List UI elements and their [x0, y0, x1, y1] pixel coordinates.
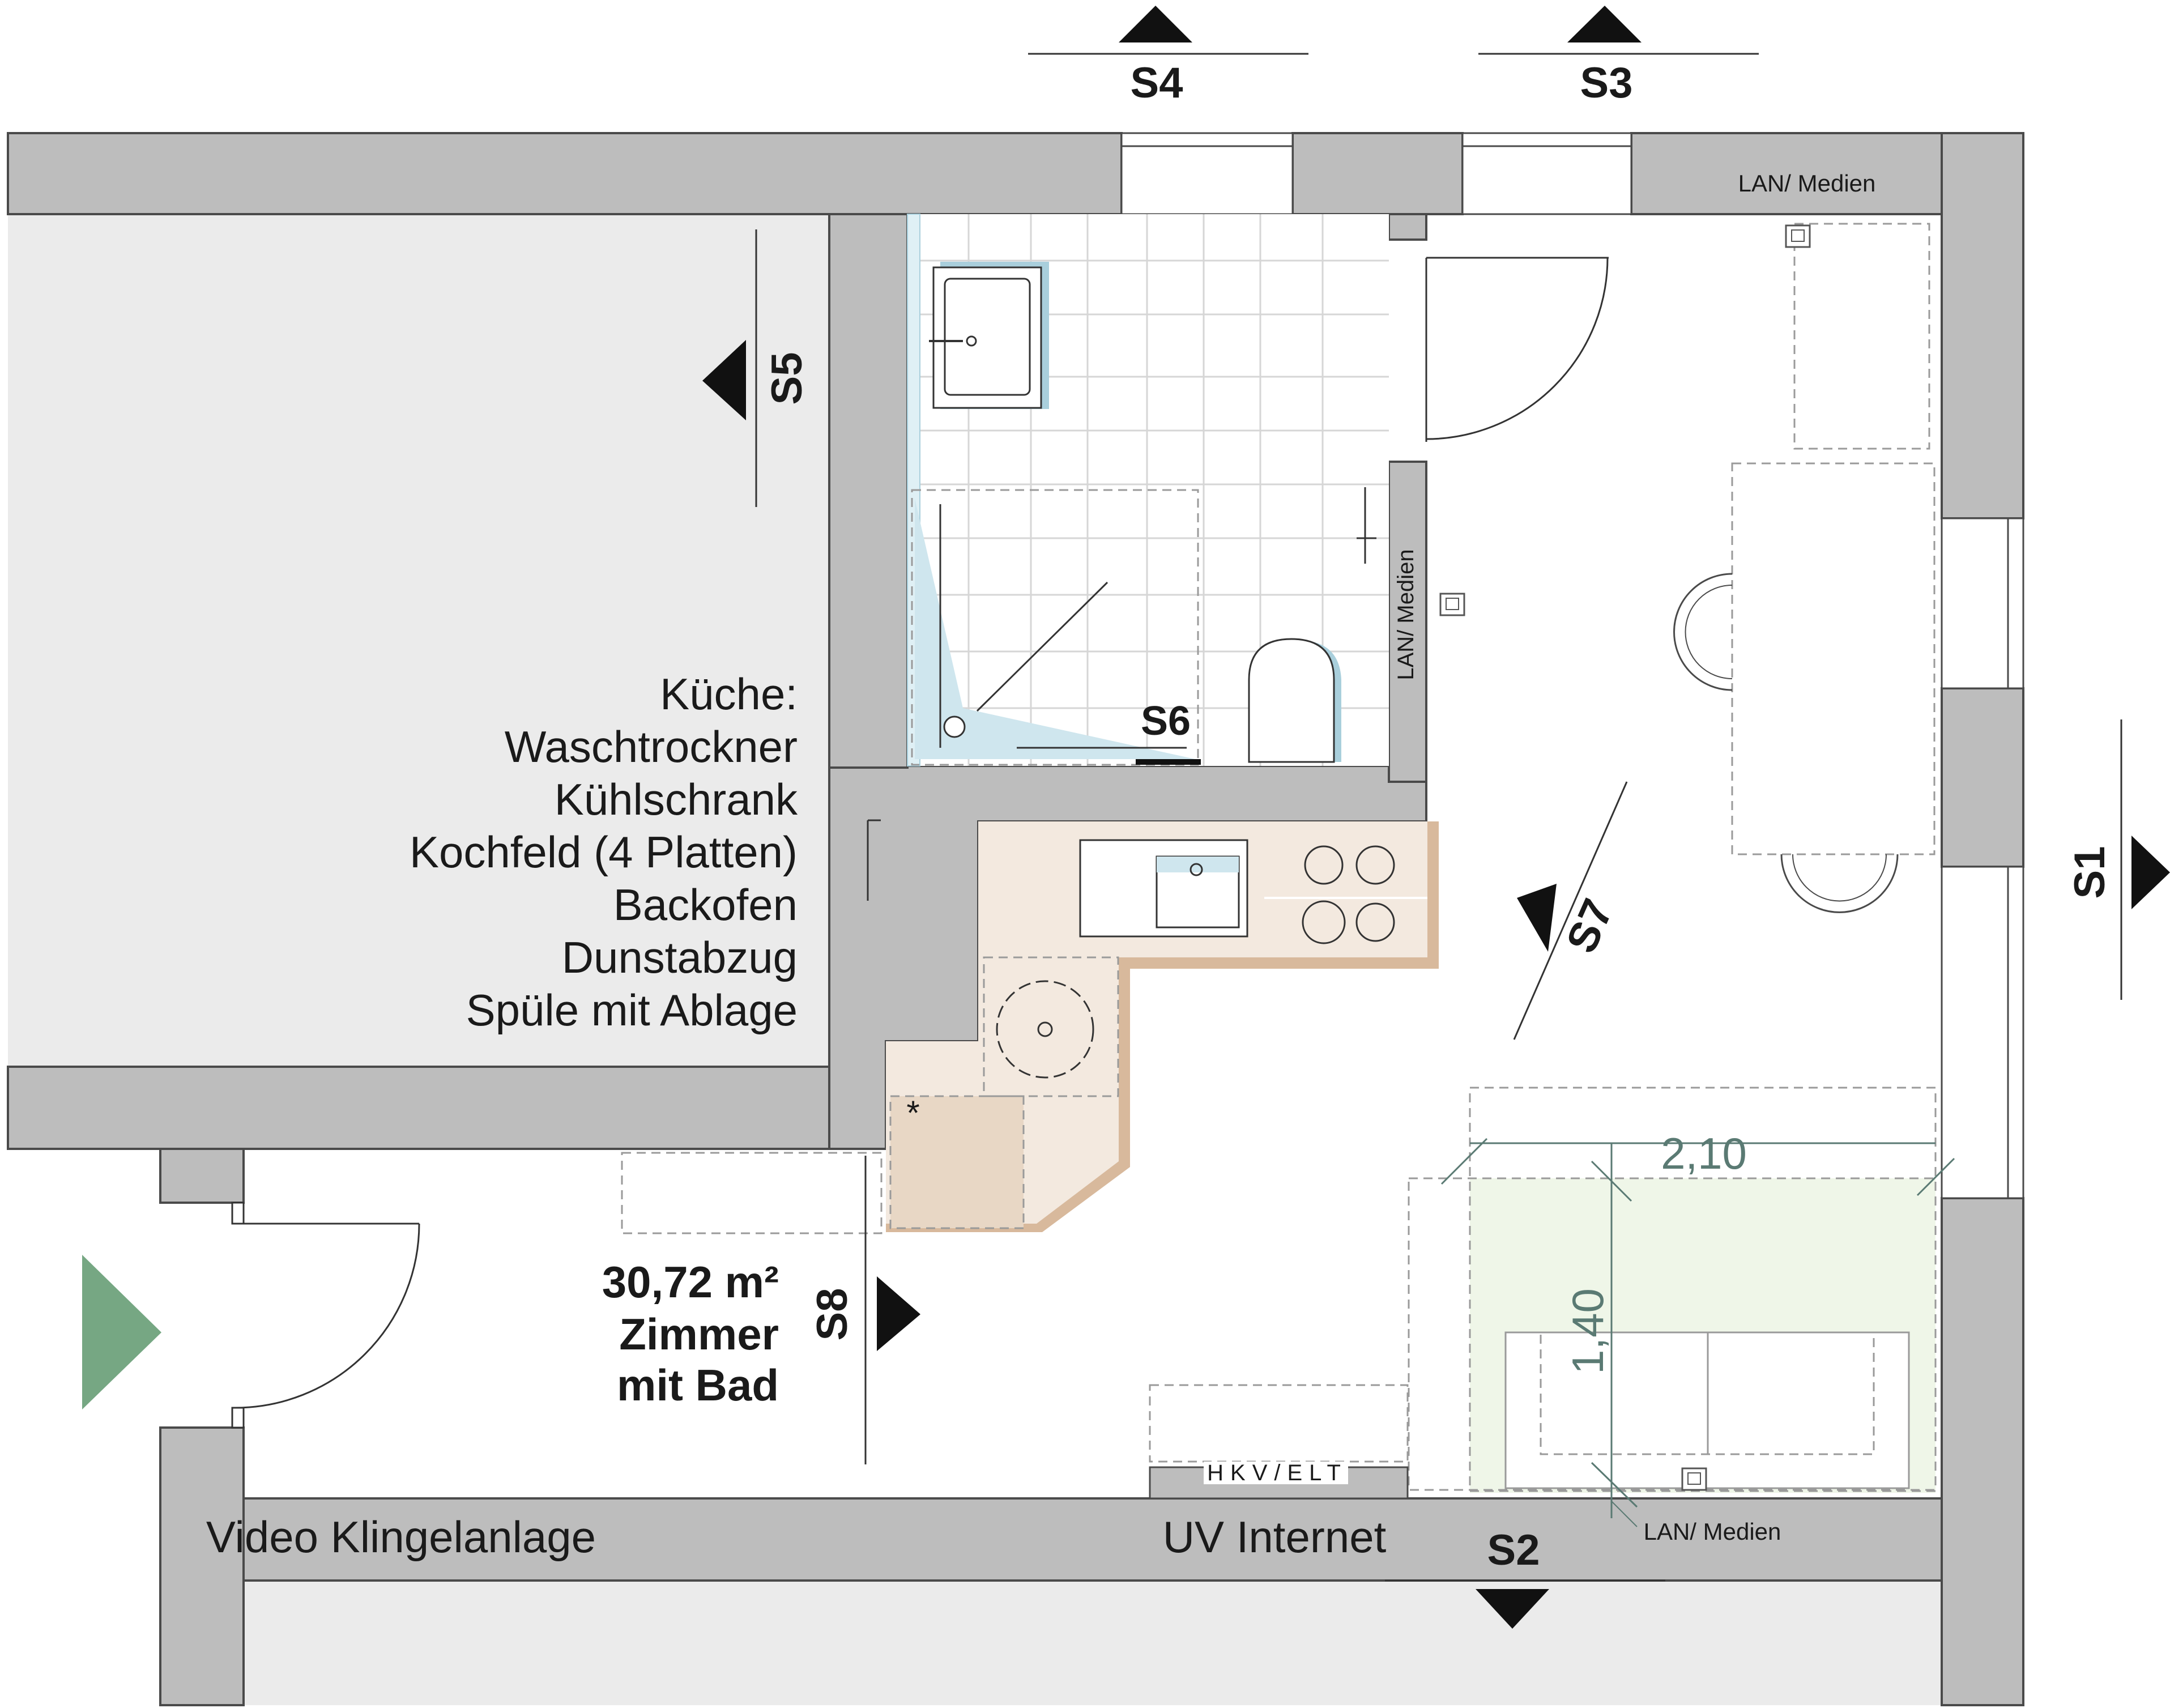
kitchen-washer-outline — [983, 956, 1119, 1097]
wall-left-bottom — [159, 1426, 245, 1706]
wall-top-left — [7, 132, 1123, 215]
room-name-line1: Zimmer — [619, 1309, 779, 1359]
section-marker-s1: S1 — [2066, 719, 2170, 1000]
kitchen-item: Waschtrockner — [505, 722, 798, 772]
wall-bottom — [242, 1497, 1943, 1582]
washer-drum-icon — [996, 980, 1094, 1079]
washbasin-bowl — [944, 278, 1031, 396]
washbasin-drain-icon — [966, 335, 977, 347]
hob-burner-4-icon — [1355, 902, 1395, 942]
kitchen-item: Backofen — [613, 880, 798, 930]
wall-right-mid — [1941, 687, 2024, 868]
window-s3 — [1461, 132, 1632, 215]
lan-socket-icon — [1785, 224, 1811, 248]
bathroom-door — [1425, 257, 1609, 442]
room-name-line2: mit Bad — [617, 1360, 779, 1410]
section-marker-s4: S4 — [1028, 6, 1308, 107]
room-label: 30,72 m² Zimmer mit Bad — [602, 1257, 779, 1410]
window-s4 — [1120, 132, 1294, 215]
wall-right-lower — [1941, 1197, 2024, 1706]
section-arrow-s5-icon — [702, 340, 746, 420]
section-arrow-s4-icon — [1119, 6, 1192, 42]
neighbor-room-bottom — [244, 1581, 1942, 1705]
uv-internet-label: UV Internet — [1163, 1512, 1387, 1562]
lan-label-top: LAN/ Medien — [1738, 170, 1876, 197]
kitchen-item: Kühlschrank — [555, 774, 798, 824]
section-label-s2: S2 — [1487, 1526, 1540, 1574]
video-intercom-label: Video Klingelanlage — [206, 1512, 596, 1562]
wall-bath-upper-right — [1388, 213, 1427, 241]
lan-sockets — [1439, 224, 1811, 1491]
shower-door-bar — [1136, 759, 1201, 765]
entry-shelf — [621, 1152, 883, 1234]
section-label-s6: S6 — [1141, 698, 1191, 744]
entrance-arrow-icon — [82, 1255, 161, 1409]
section-arrow-s3-icon — [1567, 6, 1642, 42]
lan-label-bottom: LAN/ Medien — [1644, 1518, 1781, 1545]
section-label-s4: S4 — [1131, 59, 1183, 107]
walls — [7, 132, 2024, 1706]
wall-mid-left — [7, 1066, 887, 1150]
wall-top-mid — [1291, 132, 1464, 215]
lan-socket-icon — [1439, 593, 1465, 616]
bed-dimensions — [1440, 1138, 1955, 1527]
section-label-s5: S5 — [763, 352, 811, 405]
section-arrow-s2-icon — [1476, 1589, 1549, 1629]
chair-bottom — [1780, 854, 1899, 913]
chair-left — [1673, 573, 1733, 691]
sideboard — [1149, 1384, 1409, 1463]
living-furniture — [621, 223, 1937, 1500]
kitchen-item: Kochfeld (4 Platten) — [410, 827, 798, 877]
wall-left-stub — [159, 1148, 245, 1204]
kitchen-fridge — [889, 1095, 1025, 1229]
section-marker-s5: S5 — [702, 229, 811, 507]
toilet — [1248, 638, 1335, 763]
windows — [1120, 132, 2024, 1199]
window-right-lower — [1941, 866, 2024, 1199]
section-label-s1: S1 — [2066, 846, 2114, 899]
section-marker-s3: S3 — [1478, 6, 1759, 107]
bed-length-label: 1,40 — [1563, 1288, 1613, 1374]
entry-door — [231, 1202, 420, 1429]
kitchen-item: Dunstabzug — [562, 932, 798, 982]
section-label-s7: S7 — [1557, 892, 1622, 960]
section-arrow-s1-icon — [2131, 836, 2170, 909]
shower-water — [915, 499, 1195, 759]
wardrobe — [1793, 223, 1930, 450]
wall-bath-right — [1388, 461, 1427, 823]
window-right-upper — [1941, 517, 2024, 689]
hob-burner-3-icon — [1302, 900, 1346, 944]
neighbor-room-left — [8, 214, 829, 1067]
section-marker-s6: S6 — [1141, 698, 1191, 744]
shower-drain-icon — [943, 715, 966, 738]
lan-socket-icon — [1681, 1467, 1707, 1491]
bed-outline-2 — [1408, 1177, 1937, 1491]
wall-right-upper — [1941, 132, 2024, 519]
kitchen-block — [867, 819, 1439, 1232]
section-marker-s2: S2 — [1385, 1526, 1665, 1629]
asterisk-marker: * — [906, 1094, 919, 1132]
section-arrow-s8-icon — [877, 1276, 920, 1351]
hkv-label: HKV/ELT — [1207, 1460, 1348, 1485]
section-marker-s7: S7 — [1513, 781, 1628, 1040]
kitchen-sink-drain-icon — [1190, 863, 1203, 876]
section-arrow-s7-icon — [1517, 884, 1557, 952]
bed-width-label: 2,10 — [1661, 1128, 1747, 1178]
kitchen-equipment-list: Küche: Waschtrockner Kühlschrank Kochfel… — [410, 669, 798, 1035]
kitchen-item: Spüle mit Ablage — [466, 985, 798, 1035]
section-label-s3: S3 — [1580, 59, 1633, 107]
section-label-s8: S8 — [808, 1288, 856, 1341]
section-marker-s8: S8 — [808, 1156, 920, 1464]
bathroom — [907, 214, 1389, 766]
lan-label-vertical: LAN/ Medien — [1393, 549, 1418, 680]
room-area: 30,72 m² — [602, 1257, 779, 1307]
kitchen-heading: Küche: — [660, 669, 798, 719]
dining-table — [1731, 462, 1935, 855]
hob-burner-1-icon — [1304, 845, 1344, 885]
hob-burner-2-icon — [1355, 845, 1395, 885]
